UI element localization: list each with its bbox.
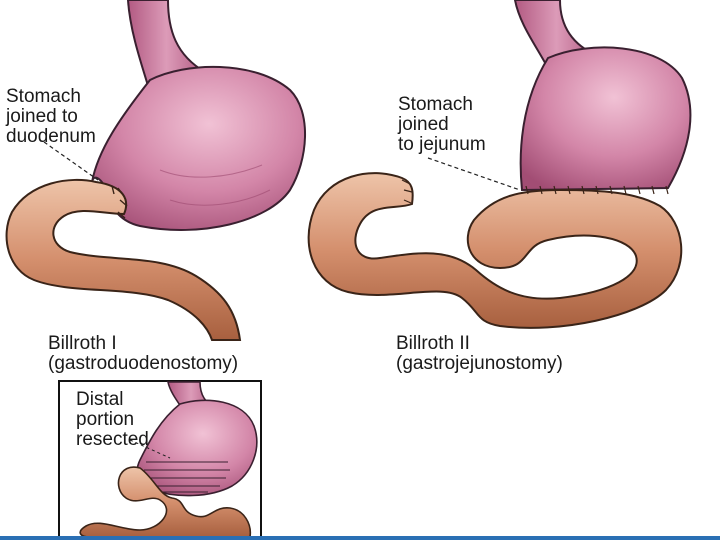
jejunum-shape xyxy=(307,172,683,329)
bII-caption-title: Billroth II xyxy=(396,333,470,354)
bII-caption: Billroth II (gastrojejunostomy) xyxy=(396,334,563,374)
inset-annotation-line-2: portion xyxy=(76,409,135,430)
gastric-texture xyxy=(159,164,271,206)
anastomosis-stitches xyxy=(111,185,128,219)
bI-leader-line xyxy=(43,141,99,181)
bI-caption-subtitle: (gastroduodenostomy) xyxy=(48,353,239,374)
bII-annotation-line-1: Stomach xyxy=(398,94,473,115)
inset-leader-line xyxy=(129,439,171,459)
inset-annotation-line-3: resected xyxy=(76,429,149,450)
stomach-remnant-shape xyxy=(519,46,692,192)
anastomosis-stitches-2 xyxy=(525,185,669,195)
bII-annotation-line-2: joined xyxy=(398,114,449,135)
bI-annotation-line-3: duodenum xyxy=(6,126,96,147)
bI-annotation-line-2: joined to xyxy=(6,106,78,127)
inset-intestines xyxy=(79,466,252,538)
bottom-accent-rule xyxy=(0,536,720,540)
bI-caption: Billroth I (gastroduodenostomy) xyxy=(48,334,238,374)
inset-annotation: Distal portion resected xyxy=(76,390,149,450)
bI-caption-title: Billroth I xyxy=(48,333,117,354)
bII-annotation: Stomach joined to jejunum xyxy=(398,95,486,155)
billroth-one-figure xyxy=(5,0,307,341)
bII-leader-line xyxy=(427,157,521,191)
duodenum-shape xyxy=(5,178,242,341)
inset-stomach xyxy=(136,399,258,497)
bI-annotation-line-1: Stomach xyxy=(6,86,81,107)
inset-figure xyxy=(58,380,262,538)
inset-annotation-line-1: Distal xyxy=(76,389,124,410)
resected-hatching xyxy=(144,461,230,493)
stump-stitches xyxy=(401,179,413,204)
bI-annotation: Stomach joined to duodenum xyxy=(6,87,96,147)
bII-annotation-line-3: to jejunum xyxy=(398,134,486,155)
bII-caption-subtitle: (gastrojejunostomy) xyxy=(396,353,563,374)
billroth-two-figure xyxy=(307,0,692,329)
